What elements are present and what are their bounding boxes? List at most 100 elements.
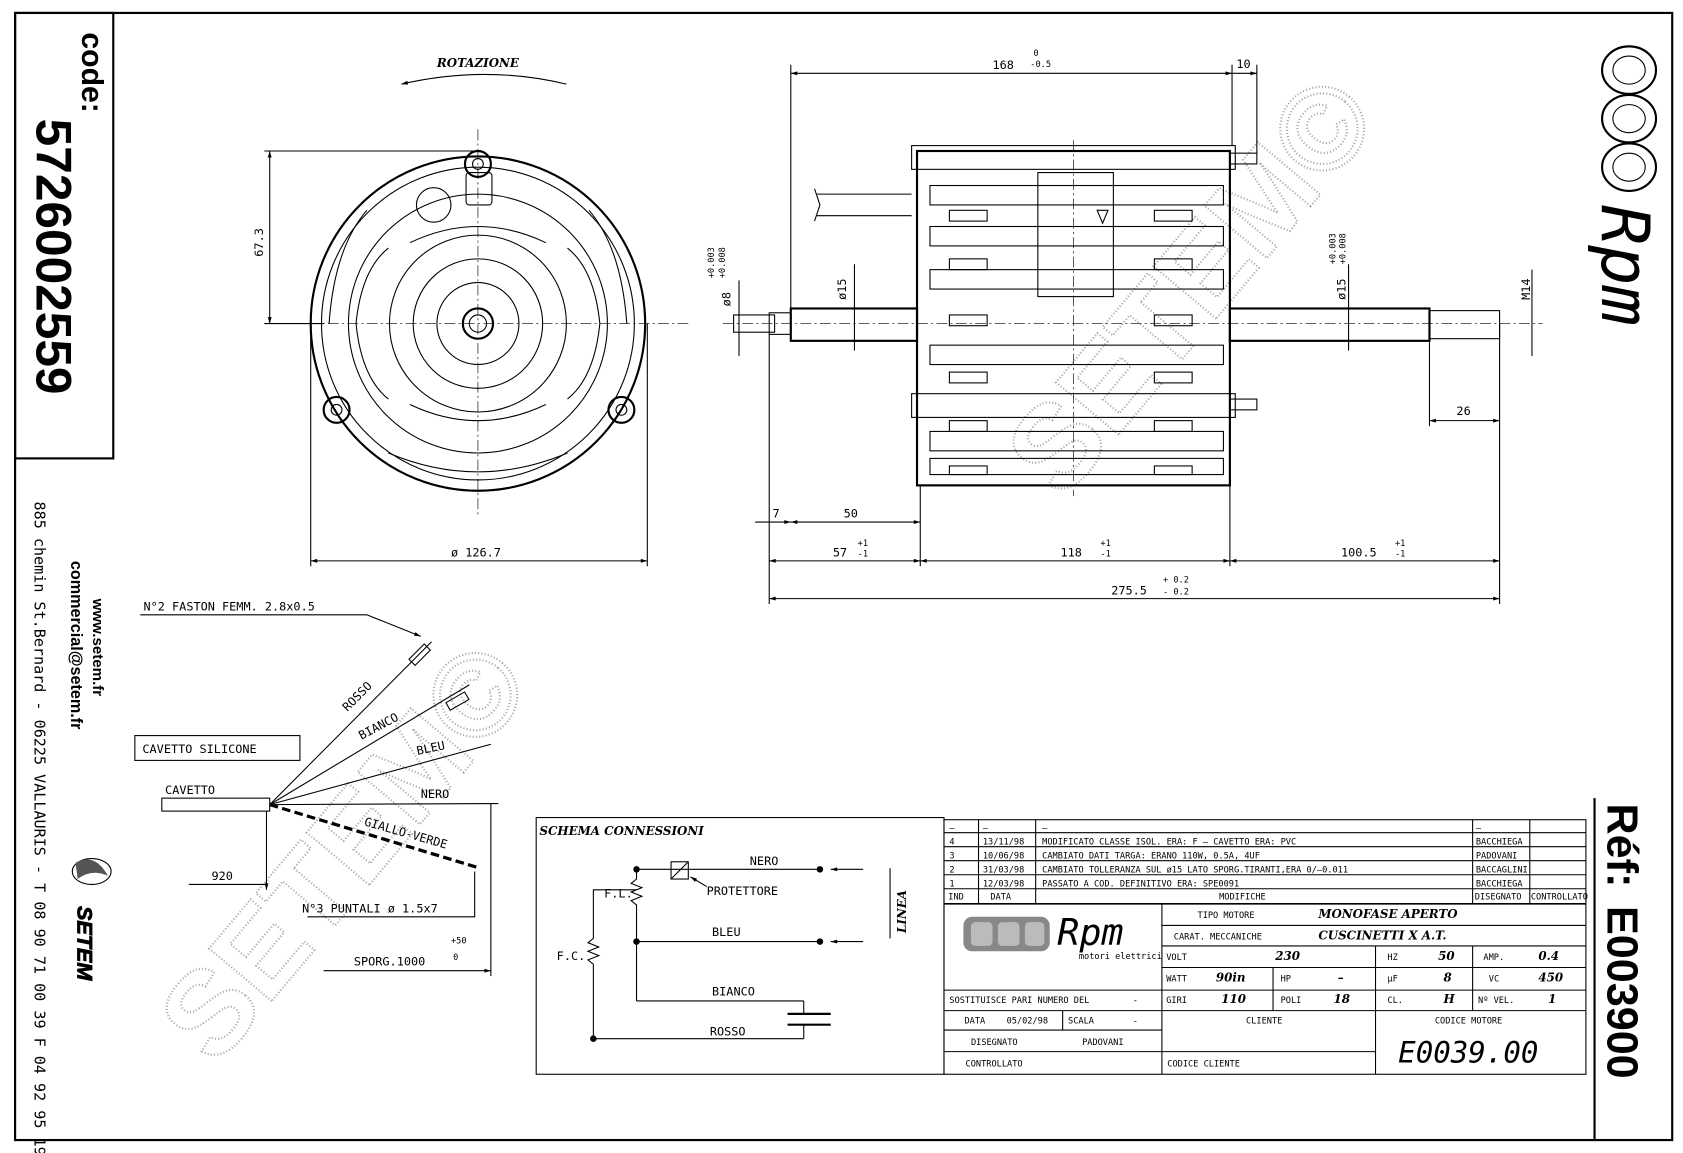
protrusion-tol-low: 0 — [453, 953, 458, 963]
protrusion-tol-up: +50 — [451, 937, 467, 947]
code-box — [14, 11, 115, 460]
rpm-logo-text: Rpm — [1586, 205, 1664, 326]
schema-linea: LINEA — [895, 890, 909, 934]
vc-label: VC — [1489, 975, 1499, 985]
scala: - — [1133, 1017, 1138, 1027]
revision-desc: CAMBIATO DATI TARGA: ERANO 110W, 0.5A, 4… — [1042, 852, 1260, 862]
protrusion: SPORG.1000 — [354, 954, 425, 968]
dim-118: 118 — [1061, 546, 1082, 560]
right-panel: Rpm Réf: E003900 — [1586, 45, 1664, 1079]
watt-label: WATT — [1166, 975, 1187, 985]
setem-logo-icon: SETEM — [71, 858, 112, 982]
uf: 8 — [1443, 971, 1451, 985]
cable-label: CAVETTO — [165, 783, 215, 797]
dim-168: 168 — [993, 58, 1014, 72]
poli-label: POLI — [1281, 996, 1302, 1006]
header-disegnato: DISEGNATO — [1475, 893, 1522, 903]
controllato-label: CONTROLLATO — [966, 1060, 1023, 1070]
schema-protettore: PROTETTORE — [707, 884, 778, 898]
scala-label: SCALA — [1068, 1017, 1095, 1027]
codice-motore-label: CODICE MOTORE — [1435, 1017, 1502, 1027]
dim-shaft-d8: ø8 — [719, 292, 733, 306]
revision-row: 3 10/06/98 CAMBIATO DATI TARGA: ERANO 110W… — [949, 852, 1517, 862]
disegnato-label: DISEGNATO — [971, 1038, 1018, 1048]
revision-ind: 2 — [949, 866, 954, 876]
wire-rosso: ROSSO — [340, 679, 375, 714]
schema-rosso: ROSSO — [710, 1024, 746, 1038]
email: commercial@setem.fr — [67, 561, 85, 730]
revision-data: 13/11/98 — [983, 838, 1024, 848]
svg-text:+1: +1 — [1100, 539, 1110, 549]
disegnato: PADOVANI — [1082, 1038, 1123, 1048]
carat-label: CARAT. MECCANICHE — [1174, 932, 1262, 942]
revision-ind: – — [949, 824, 955, 834]
revision-table: IND DATA MODIFICHE DISEGNATO CONTROLLATO… — [943, 819, 1588, 1075]
dim-168-tol-up: 0 — [1034, 49, 1039, 59]
dim-57: 57 — [833, 546, 847, 560]
cliente-label: CLIENTE — [1246, 1017, 1282, 1027]
schema-bianco: BIANCO — [712, 985, 755, 999]
header-ind: IND — [948, 893, 964, 903]
watt: 90in — [1216, 971, 1246, 985]
svg-text:-1: -1 — [1100, 550, 1110, 560]
revision-by: BACCAGLINI — [1476, 866, 1528, 876]
dim-d8-tol-up: +0.003 — [707, 247, 717, 278]
amp-label: AMP. — [1483, 953, 1504, 963]
terminals-note: N°3 PUNTALI ø 1.5x7 — [302, 901, 438, 915]
revision-desc: MODIFICATO CLASSE ISOL. ERA: F – CAVETTO… — [1042, 838, 1296, 848]
tipo-motore: MONOFASE APERTO — [1317, 907, 1458, 921]
dim-height: 67.3 — [252, 228, 266, 257]
data-label: DATA — [964, 1017, 986, 1027]
schema-nero: NERO — [750, 854, 779, 868]
revision-data: 10/06/98 — [983, 852, 1024, 862]
dim-diameter: ø 126.7 — [451, 546, 501, 560]
dim-920: 920 — [211, 869, 232, 883]
giri-label: GIRI — [1166, 996, 1187, 1006]
wire-nero: NERO — [421, 787, 450, 801]
revision-row: –––– — [949, 824, 1481, 834]
cl-label: CL. — [1387, 996, 1403, 1006]
header-controllato: CONTROLLATO — [1531, 893, 1588, 903]
dim-50: 50 — [844, 507, 858, 521]
title-block: Rpm motori elettrici TIPO MOTORE MONOFAS… — [943, 903, 1586, 1075]
header-data: DATA — [990, 893, 1012, 903]
revision-data: 12/03/98 — [983, 880, 1024, 890]
vc: 450 — [1538, 971, 1564, 985]
ref-value: E003900 — [1597, 906, 1645, 1079]
amp: 0.4 — [1538, 949, 1559, 963]
drawing-border — [14, 11, 1674, 1142]
side-panel: code: 5726002559 www.setem.fr commercial… — [26, 32, 112, 1153]
uf-label: µF — [1387, 975, 1397, 985]
dim-d8-tol-low: +0.008 — [718, 247, 728, 278]
revision-ind: 4 — [949, 838, 954, 848]
dim-100-5: 100.5 — [1341, 546, 1377, 560]
carat: CUSCINETTI X A.T. — [1318, 928, 1446, 942]
hp: – — [1338, 971, 1344, 985]
front-view: ROTAZIONE 67.3 ø 126.7 — [252, 56, 691, 567]
side-view: 168 0 -0.5 10 ø8 +0.003 +0.008 ø15 ø15 +… — [707, 49, 1543, 605]
dim-168-tol-low: -0.5 — [1030, 60, 1051, 70]
title-logo-text: Rpm — [1057, 911, 1123, 954]
dim-26: 26 — [1456, 404, 1470, 418]
svg-text:SETEM: SETEM — [73, 906, 98, 981]
codice-cliente-label: CODICE CLIENTE — [1167, 1060, 1240, 1070]
nvel: 1 — [1548, 992, 1556, 1006]
code-label: code: — [75, 32, 108, 113]
data: 05/02/98 — [1007, 1017, 1048, 1027]
code-value: 5726002559 — [26, 119, 82, 395]
dim-d15-tol-low: +0.008 — [1338, 233, 1348, 264]
sostituisce: - — [1133, 996, 1138, 1006]
dim-d15-tol-up: +0.003 — [1329, 233, 1339, 264]
revision-ind: 1 — [949, 880, 954, 890]
tolerance-labels: +1-1 +1-1 +1-1 — [858, 539, 1406, 560]
cable-type-box — [134, 735, 301, 761]
wire-bleu: BLEU — [415, 738, 446, 758]
cl: H — [1442, 992, 1455, 1006]
revision-ind: 3 — [949, 852, 954, 862]
giri: 110 — [1221, 992, 1247, 1006]
svg-text:-1: -1 — [1395, 550, 1405, 560]
schema-bleu: BLEU — [712, 925, 741, 939]
revision-data: – — [983, 824, 989, 834]
nvel-label: Nº VEL. — [1478, 996, 1514, 1006]
